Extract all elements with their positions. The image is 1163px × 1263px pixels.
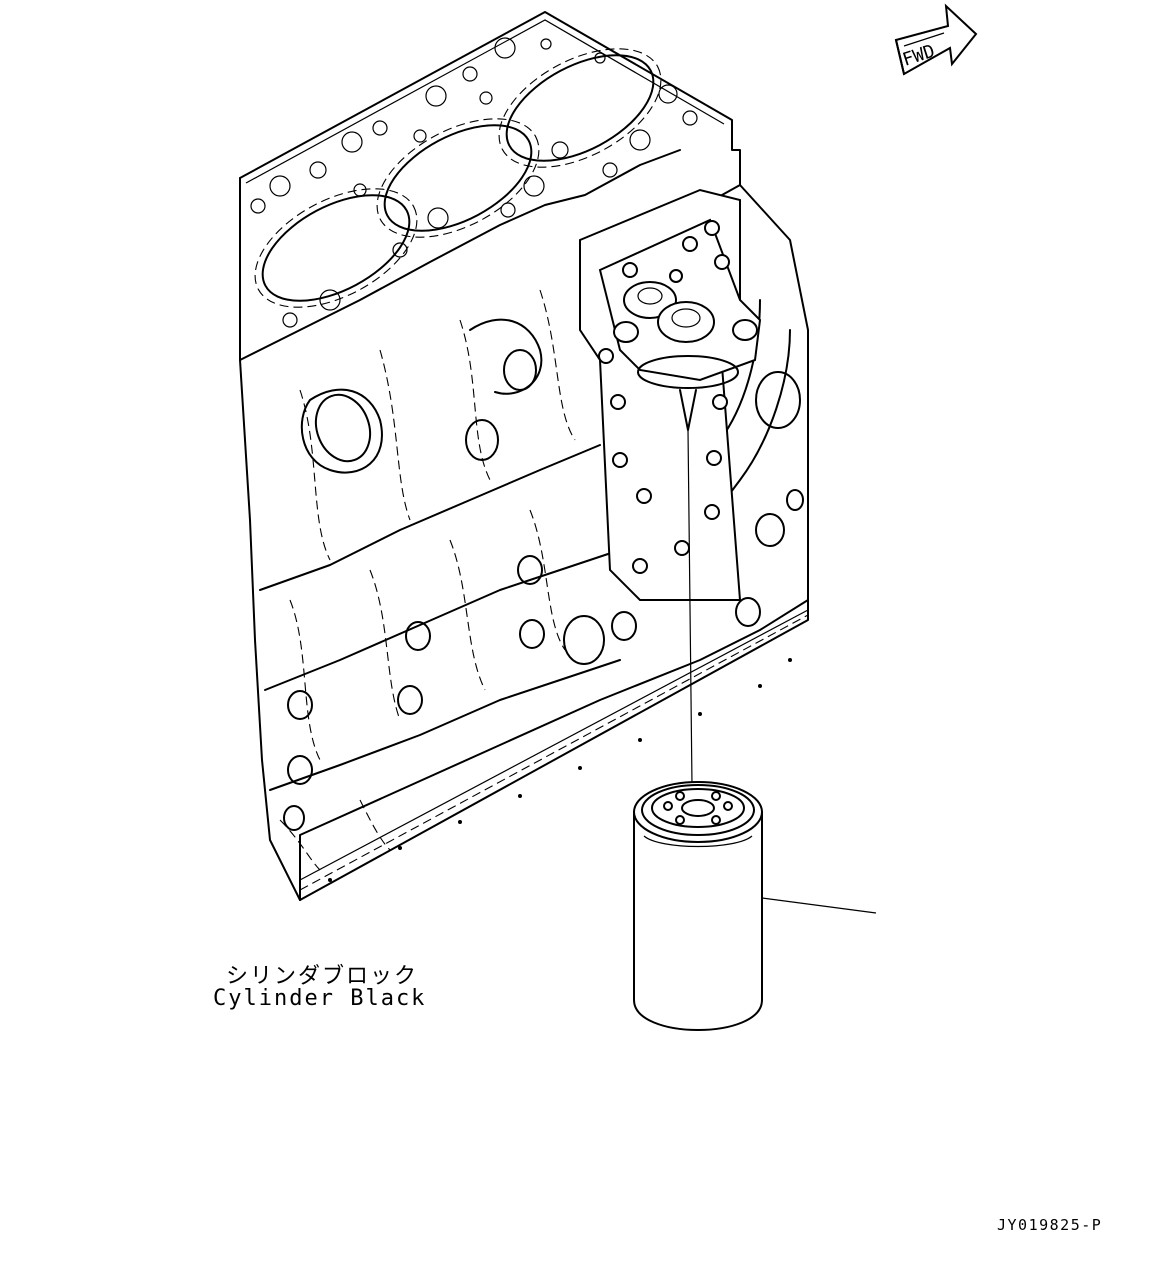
leader-line	[687, 429, 693, 786]
forward-direction-arrow-icon: FWD	[894, 3, 978, 76]
cylinder-block-label-en: Cylinder Black	[213, 986, 427, 1011]
cylinder-block-label-jp: シリンダブロック	[226, 964, 419, 989]
oil-filter-cartridge	[633, 781, 763, 1031]
filter-head-bracket	[579, 188, 762, 601]
drawing-number: JY019825-P	[997, 1216, 1103, 1234]
cylinder-block	[239, 11, 809, 901]
part-callout-leader	[761, 897, 877, 914]
